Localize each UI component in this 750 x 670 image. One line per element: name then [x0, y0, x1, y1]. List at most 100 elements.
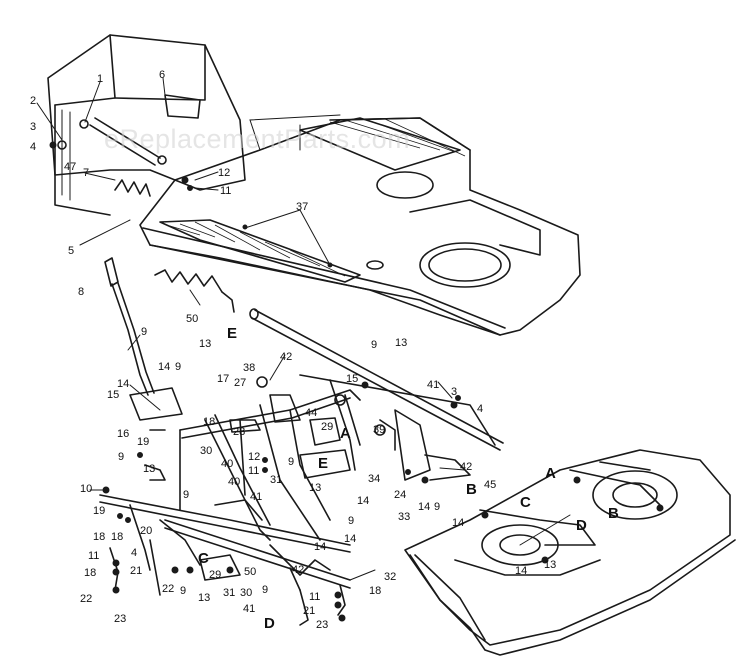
part-label: 27	[234, 377, 246, 389]
mower-deck	[404, 449, 736, 656]
part-label: 9	[288, 456, 294, 468]
part-label: 14	[117, 378, 129, 390]
part-label: 18	[84, 567, 96, 579]
part-label: 10	[80, 483, 92, 495]
part-label: 29	[209, 569, 221, 581]
part-label: 14	[344, 533, 356, 545]
part-label: 40	[228, 476, 240, 488]
part-label: 8	[78, 286, 84, 298]
part-label: 30	[200, 445, 212, 457]
leader-lines	[36, 77, 571, 581]
part-label: 4	[131, 547, 137, 559]
part-label: 9	[371, 339, 377, 351]
part-label: 9	[118, 451, 124, 463]
part-label: 24	[394, 489, 406, 501]
lift-lever	[104, 257, 183, 421]
part-label: 39	[373, 424, 385, 436]
lift-shaft	[249, 308, 504, 451]
part-label: 19	[137, 436, 149, 448]
part-label: 15	[346, 373, 358, 385]
part-label: 18	[93, 531, 105, 543]
part-label: 41	[427, 379, 439, 391]
part-label: 9	[348, 515, 354, 527]
part-label: 18	[369, 585, 381, 597]
part-label: 11	[309, 591, 320, 603]
part-label: 9	[180, 585, 186, 597]
part-label: 3	[30, 121, 36, 133]
reference-letters: E A E B A C B D C D	[198, 325, 619, 632]
part-label: 4	[477, 403, 483, 415]
ref-letter-c: C	[198, 550, 209, 567]
part-label: 47	[64, 161, 76, 173]
part-label: 21	[303, 605, 315, 617]
part-label: 6	[159, 69, 165, 81]
part-label: 14	[357, 495, 369, 507]
part-label: 17	[217, 373, 229, 385]
part-label: 2	[30, 95, 36, 107]
part-label: 44	[305, 407, 317, 419]
fender-pan	[139, 114, 581, 336]
ref-letter-b: B	[608, 505, 619, 522]
ref-letter-a: A	[545, 465, 556, 482]
part-label: 9	[141, 326, 147, 338]
part-label: 11	[220, 185, 231, 197]
part-label: 19	[93, 505, 105, 517]
part-label: 4	[30, 141, 36, 153]
part-label: 11	[248, 465, 259, 477]
part-label: 13	[544, 559, 556, 571]
part-label: 9	[183, 489, 189, 501]
ref-letter-c: C	[520, 494, 531, 511]
part-label: 21	[130, 565, 142, 577]
part-label: 38	[243, 362, 255, 374]
part-label: 23	[316, 619, 328, 631]
ref-letter-e: E	[227, 325, 237, 342]
part-label: 31	[270, 474, 282, 486]
part-label: 1	[97, 73, 103, 85]
part-label: 16	[117, 428, 129, 440]
part-label: 18	[111, 531, 123, 543]
ref-letter-b: B	[466, 481, 477, 498]
ref-letter-d: D	[264, 615, 275, 632]
part-label: 29	[321, 421, 333, 433]
part-label: 9	[434, 501, 440, 513]
part-label: 14	[314, 541, 326, 553]
part-label: 15	[107, 389, 119, 401]
part-label: 37	[296, 201, 308, 213]
part-label: 14	[418, 501, 430, 513]
part-label: 50	[186, 313, 198, 325]
part-label: 5	[68, 245, 74, 257]
part-label: 9	[175, 361, 181, 373]
part-label: 33	[398, 511, 410, 523]
deck-linkage-frame	[99, 379, 471, 626]
part-label: 30	[240, 587, 252, 599]
part-label: 22	[80, 593, 92, 605]
ref-letter-e: E	[318, 455, 328, 472]
part-label: 22	[162, 583, 174, 595]
part-label: 42	[280, 351, 292, 363]
part-label: 7	[83, 167, 89, 179]
part-label: 18	[203, 416, 215, 428]
spring-rod-assembly	[57, 117, 235, 313]
part-label: 20	[140, 525, 152, 537]
part-label: 14	[158, 361, 170, 373]
part-label: 12	[218, 167, 230, 179]
part-label: 34	[368, 473, 380, 485]
part-label: 13	[198, 592, 210, 604]
part-label: 12	[248, 451, 260, 463]
part-label: 31	[223, 587, 235, 599]
part-label: 42	[460, 461, 472, 473]
part-label: 9	[262, 584, 268, 596]
part-number-labels: 1 2 3 4 47 6 7 12 11 5 37 8 50 9 13 9 14…	[30, 69, 556, 631]
part-label: 50	[244, 566, 256, 578]
part-label: 14	[452, 517, 464, 529]
part-label: 3	[451, 386, 457, 398]
watermark-text: eReplacementParts.com	[104, 124, 410, 154]
hardware-fasteners	[49, 141, 461, 622]
rear-bracket-housing	[47, 34, 246, 216]
part-label: 32	[384, 571, 396, 583]
part-label: 13	[395, 337, 407, 349]
part-label: 41	[250, 491, 262, 503]
part-label: 28	[233, 426, 245, 438]
